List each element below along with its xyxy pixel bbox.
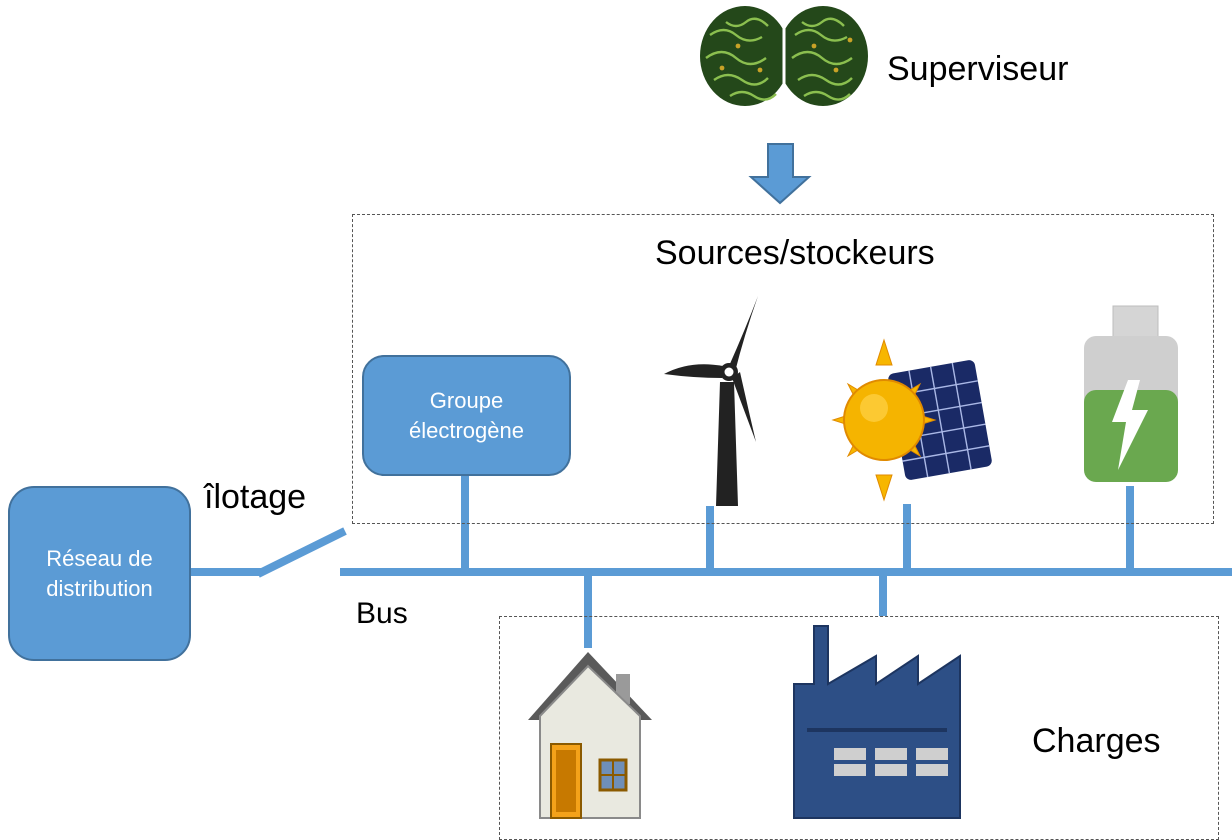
solar-panel-icon	[831, 338, 992, 502]
grid-box: Réseau de distribution	[8, 486, 191, 661]
generator-line2: électrogène	[409, 417, 524, 443]
sources-group-frame	[352, 214, 1214, 524]
grid-line1: Réseau de	[46, 545, 153, 571]
battery-icon	[1084, 305, 1178, 482]
brain-icon	[700, 6, 868, 106]
islanding-label: îlotage	[204, 478, 307, 516]
islanding-switch[interactable]	[256, 527, 347, 578]
bus-label: Bus	[356, 597, 408, 630]
bus-lines	[190, 476, 1232, 648]
supervisor-arrow	[748, 143, 812, 205]
generator-line1: Groupe	[429, 387, 504, 413]
house-icon	[528, 652, 652, 819]
supervisor-label: Superviseur	[887, 50, 1069, 88]
generator-box: Groupe électrogène	[362, 355, 571, 476]
factory-icon	[793, 625, 961, 819]
grid-line2: distribution	[46, 575, 153, 601]
wind-turbine-icon	[664, 296, 758, 506]
sources-group-title: Sources/stockeurs	[655, 234, 935, 272]
loads-group-title: Charges	[1032, 722, 1161, 760]
